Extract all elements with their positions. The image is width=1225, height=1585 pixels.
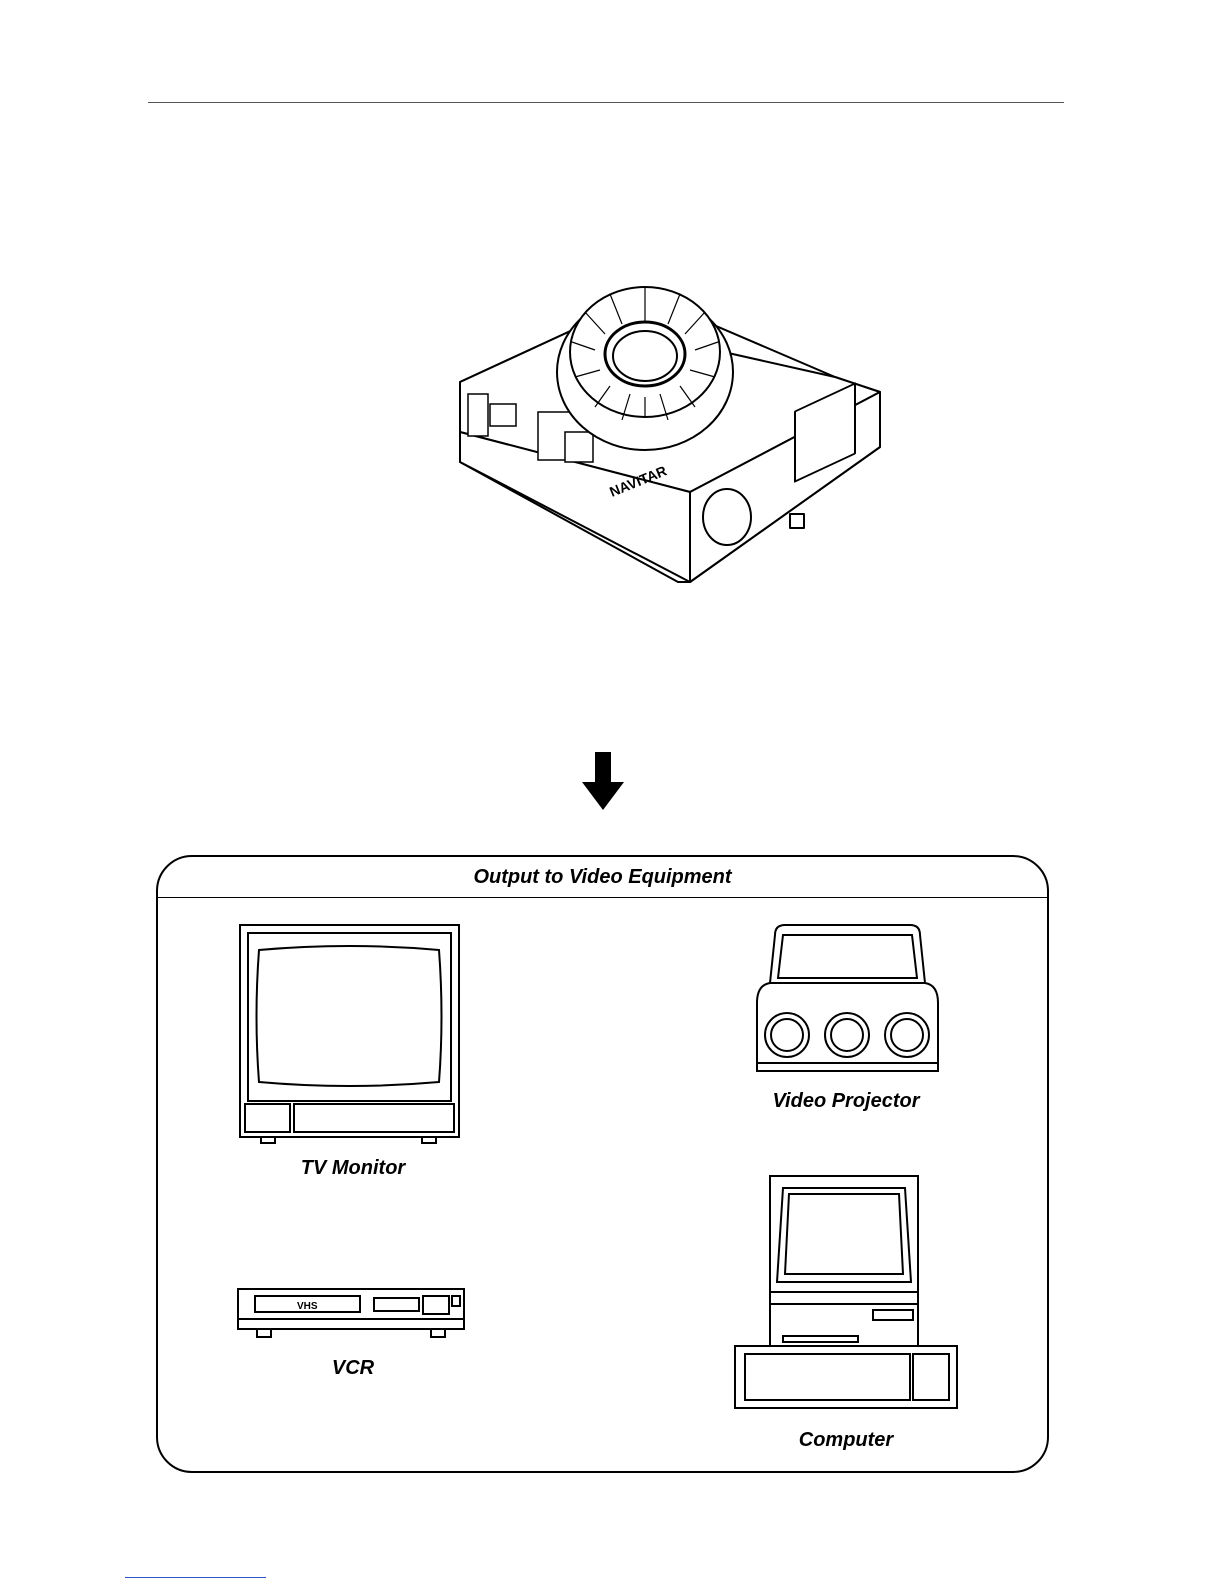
bottom-link-underline	[125, 1577, 266, 1578]
computer-icon	[733, 1174, 959, 1411]
tv-monitor-icon	[239, 924, 461, 1144]
video-projector-label: Video Projector	[726, 1090, 966, 1113]
computer-label: Computer	[726, 1429, 966, 1452]
panel-title: Output to Video Equipment	[158, 866, 1047, 889]
vcr-label: VCR	[233, 1357, 473, 1380]
top-rule	[148, 102, 1064, 103]
down-arrow-icon	[582, 752, 624, 810]
tv-monitor-label: TV Monitor	[233, 1157, 473, 1180]
slide-projector-illustration: NAVITAR	[440, 282, 890, 587]
video-projector-icon	[757, 925, 938, 1071]
vcr-icon: VHS	[237, 1288, 465, 1343]
panel-divider	[158, 897, 1047, 898]
vcr-badge: VHS	[297, 1301, 318, 1312]
